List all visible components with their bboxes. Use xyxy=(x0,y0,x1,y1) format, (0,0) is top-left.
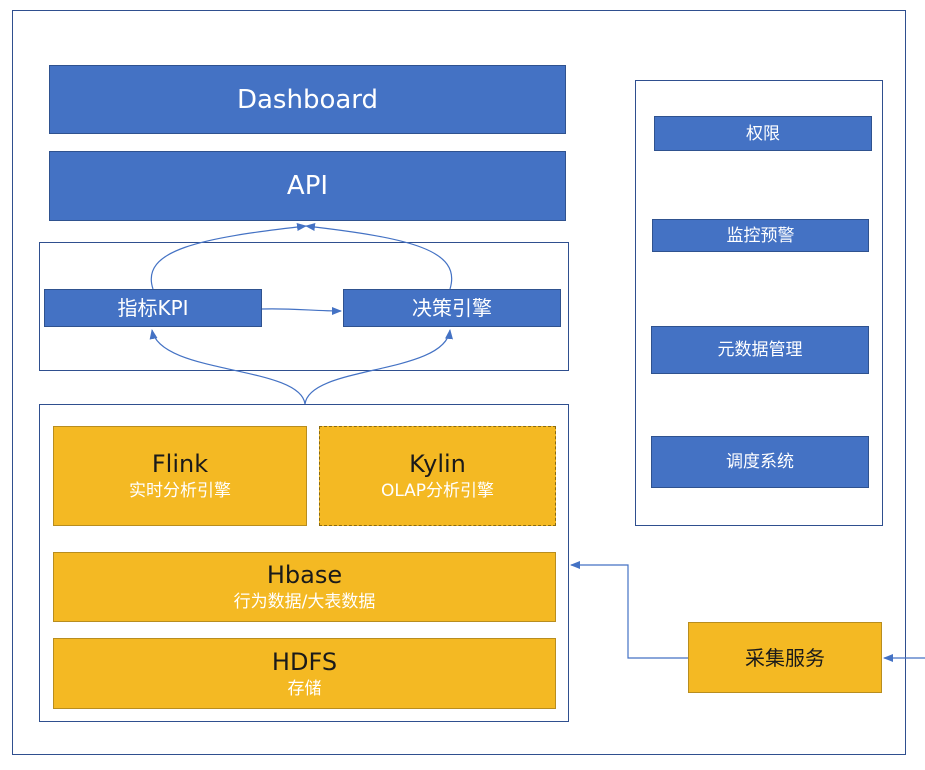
flink-box: Flink 实时分析引擎 xyxy=(53,426,307,526)
hdfs-subtitle: 存储 xyxy=(287,678,322,699)
decision-engine-box: 决策引擎 xyxy=(343,289,561,327)
side-item-metadata: 元数据管理 xyxy=(651,326,869,374)
kylin-title: Kylin xyxy=(409,450,466,478)
hdfs-title: HDFS xyxy=(271,647,338,676)
hdfs-box: HDFS 存储 xyxy=(53,638,556,709)
kylin-subtitle: OLAP分析引擎 xyxy=(380,481,495,501)
collector-box: 采集服务 xyxy=(688,622,882,693)
side-item-permissions: 权限 xyxy=(654,116,872,151)
kylin-box: Kylin OLAP分析引擎 xyxy=(319,426,556,526)
side-item-scheduler: 调度系统 xyxy=(651,436,869,488)
hbase-box: Hbase 行为数据/大表数据 xyxy=(53,552,556,622)
side-item-monitoring: 监控预警 xyxy=(652,219,869,252)
api-box: API xyxy=(49,151,566,221)
kpi-box: 指标KPI xyxy=(44,289,262,327)
dashboard-box: Dashboard xyxy=(49,65,566,134)
flink-subtitle: 实时分析引擎 xyxy=(129,481,231,501)
hbase-title: Hbase xyxy=(266,561,343,589)
flink-title: Flink xyxy=(151,450,209,478)
hbase-subtitle: 行为数据/大表数据 xyxy=(233,592,376,612)
